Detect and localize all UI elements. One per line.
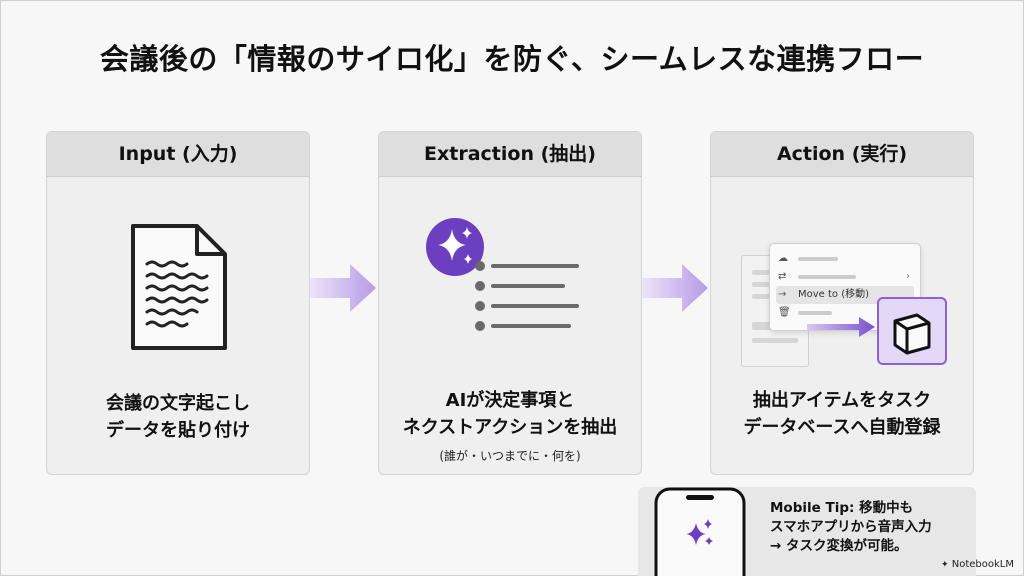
input-caption-line-1: 会議の文字起こし <box>106 393 250 414</box>
brand-watermark: ✦ NotebookLM <box>941 559 1014 570</box>
menu-row-link[interactable]: ⇄ › <box>776 268 914 286</box>
action-card-header: Action (実行) <box>711 132 973 177</box>
cube-icon <box>893 313 931 355</box>
extraction-caption-line-2: ネクストアクションを抽出 <box>402 417 618 438</box>
extraction-card-body: AIが決定事項と ネクストアクションを抽出 (誰が・いつまでに・何を) <box>379 177 641 474</box>
list-icon <box>475 261 579 331</box>
menu-row-delete[interactable]: 🗑 <box>776 304 914 322</box>
link-icon: ⇄ <box>778 271 787 282</box>
extraction-caption-line-1: AIが決定事項と <box>445 390 575 411</box>
action-caption-line-2: データベースへ自動登録 <box>743 417 941 438</box>
input-caption-line-2: データを貼り付け <box>106 420 250 441</box>
arrow-right-icon: → <box>778 289 787 300</box>
extraction-card-header: Extraction (抽出) <box>379 132 641 177</box>
cloud-upload-icon: ☁ <box>778 253 788 264</box>
extraction-caption: AIが決定事項と ネクストアクションを抽出 <box>379 387 641 441</box>
sparkle-icon <box>686 519 713 545</box>
action-card: Action (実行) ☁ ⇄ › <box>710 131 974 475</box>
mobile-tip-line-3: → タスク変換が可能。 <box>770 538 908 554</box>
input-card-body: 会議の文字起こし データを貼り付け <box>47 177 309 474</box>
slide-title: 会議後の「情報のサイロ化」を防ぐ、シームレスな連携フロー <box>99 42 925 76</box>
mobile-tip-line-2: スマホアプリから音声入力 <box>770 519 932 535</box>
input-card-header: Input (入力) <box>47 132 309 177</box>
input-card: Input (入力) 会議の文字起こし データを貼り付け <box>46 131 310 475</box>
document-icon <box>131 224 227 350</box>
menu-row-upload[interactable]: ☁ <box>776 250 914 268</box>
action-card-body: ☁ ⇄ › → Move to (移動) 🗑 <box>711 177 973 474</box>
action-caption-line-1: 抽出アイテムをタスク <box>752 390 932 411</box>
mobile-tip-panel: Mobile Tip: 移動中も スマホアプリから音声入力 → タスク変換が可能… <box>638 487 976 576</box>
menu-move-label: Move to (移動) <box>798 289 870 300</box>
input-caption: 会議の文字起こし データを貼り付け <box>47 390 309 444</box>
chevron-right-icon: › <box>906 271 910 282</box>
arrow-right-icon <box>310 264 376 312</box>
phone-icon <box>654 487 746 576</box>
arrow-right-icon <box>807 317 875 337</box>
brand-label: NotebookLM <box>951 559 1014 570</box>
arrow-right-icon <box>642 264 708 312</box>
trash-icon: 🗑 <box>778 307 791 318</box>
brand-logo-icon: ✦ <box>941 560 949 570</box>
mobile-tip-line-1: Mobile Tip: 移動中も <box>770 500 914 516</box>
database-box <box>877 297 947 365</box>
extraction-sub-caption: (誰が・いつまでに・何を) <box>439 449 581 463</box>
mobile-tip-text: Mobile Tip: 移動中も スマホアプリから音声入力 → タスク変換が可能… <box>770 499 932 556</box>
sparkle-icon <box>426 218 484 276</box>
extraction-card: Extraction (抽出) AIが決定事項と ネクストアクシ <box>378 131 642 475</box>
action-caption: 抽出アイテムをタスク データベースへ自動登録 <box>711 387 973 441</box>
